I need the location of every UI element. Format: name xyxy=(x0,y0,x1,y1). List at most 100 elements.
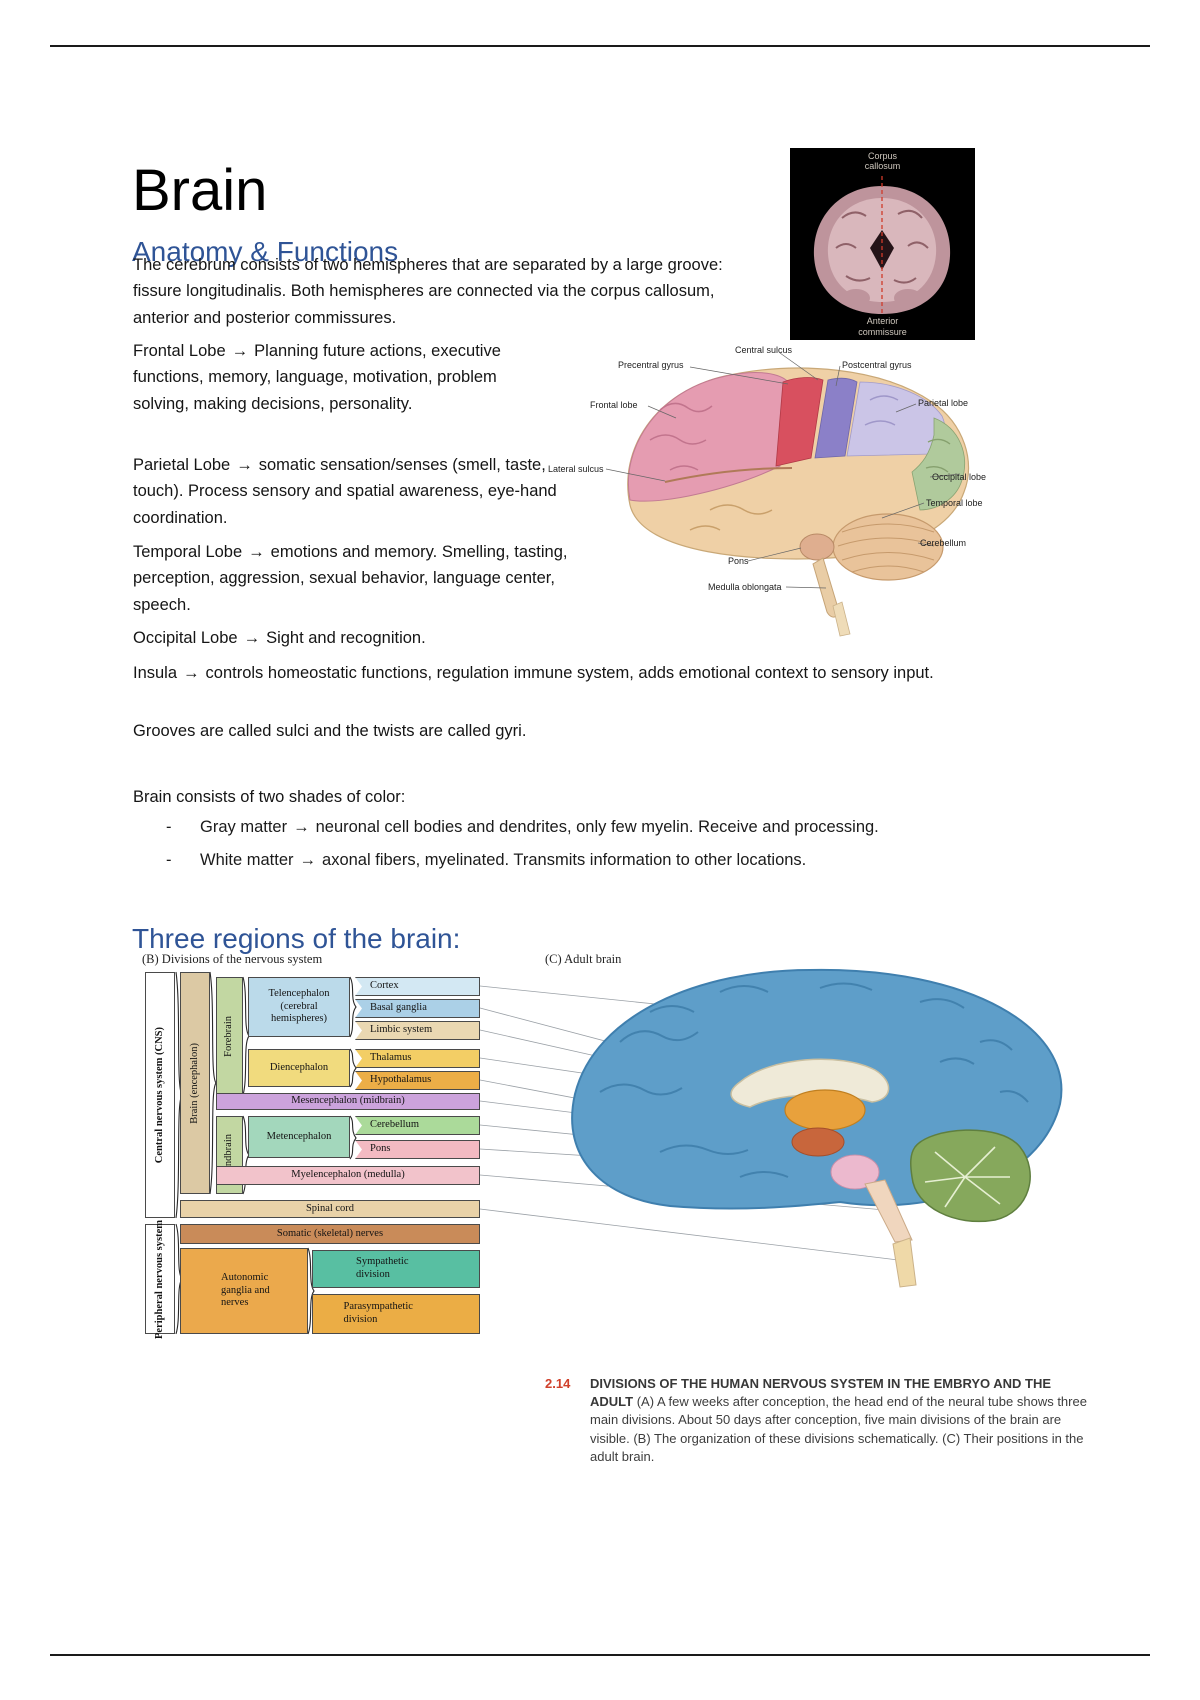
pons-box-label: Pons xyxy=(370,1143,391,1155)
mesencephalon-label: Mesencephalon (midbrain) xyxy=(291,1095,405,1107)
gray-matter-lead: Gray matter xyxy=(200,818,288,836)
coronal-folds xyxy=(835,209,929,284)
cns-box: Central nervous system (CNS) xyxy=(145,972,175,1218)
caption-text-wrap: DIVISIONS OF THE HUMAN NERVOUS SYSTEM IN… xyxy=(545,1375,1093,1466)
cerebellum-box-label: Cerebellum xyxy=(370,1119,419,1131)
postcentral-gyrus-label: Postcentral gyrus xyxy=(842,360,912,370)
limbic-system-box: Limbic system xyxy=(355,1021,480,1040)
figure-caption: 2.14 DIVISIONS OF THE HUMAN NERVOUS SYST… xyxy=(545,1375,1093,1466)
occipital-lobe-region xyxy=(911,417,966,511)
occipital-gyri-lines xyxy=(925,438,951,473)
gray-matter-text: neuronal cell bodies and dendrites, only… xyxy=(315,818,879,836)
pons-shape xyxy=(830,1154,880,1190)
parasympathetic-label: Parasympathetic division xyxy=(343,1301,413,1325)
frontal-lobe-lead: Frontal Lobe xyxy=(133,342,226,360)
coronal-brain-illustration xyxy=(813,176,951,316)
divisions-diagram: (B) Divisions of the nervous system Cent… xyxy=(140,952,485,1342)
forebrain-label: Forebrain xyxy=(223,1015,235,1057)
bullet-dash: - xyxy=(166,818,172,836)
telencephalon-box: Telencephalon (cerebral hemispheres) xyxy=(248,977,350,1037)
hypothalamus-box: Hypothalamus xyxy=(355,1071,480,1090)
corpus-callosum-label-wrap: Corpus callosum xyxy=(790,151,975,172)
diencephalon-label: Diencephalon xyxy=(269,1061,329,1073)
parasympathetic-box: Parasympathetic division xyxy=(312,1294,480,1334)
diencephalon-box: Diencephalon xyxy=(248,1049,350,1087)
occipital-lobe-lead: Occipital Lobe xyxy=(133,629,238,647)
arrow-glyph: → xyxy=(236,456,253,474)
frontal-lobe-text: Planning future actions, executive funct… xyxy=(133,342,501,413)
coronal-temporal-left xyxy=(842,289,870,307)
caption-title: DIVISIONS OF THE HUMAN NERVOUS SYSTEM IN… xyxy=(590,1376,1052,1410)
pns-box: Peripheral nervous system xyxy=(145,1220,175,1339)
grooves-note: Grooves are called sulci and the twists … xyxy=(133,722,527,740)
pons-region xyxy=(799,533,835,561)
insula-paragraph: Insula→controls homeostatic functions, r… xyxy=(133,660,938,686)
hypothalamus-label: Hypothalamus xyxy=(370,1074,432,1086)
cerebellum-arbor-vitae xyxy=(924,1146,1010,1208)
adult-brain-illustration xyxy=(571,968,1063,1288)
white-matter-lead: White matter xyxy=(200,851,294,870)
cerebrum-gyri-lines xyxy=(599,982,1029,1178)
frontal-gyri-lines xyxy=(649,402,713,471)
thalamus-box: Thalamus xyxy=(355,1049,480,1068)
myelencephalon-box: Myelencephalon (medulla) xyxy=(216,1166,480,1185)
parietal-lobe-paragraph: Parietal Lobe→somatic sensation/senses (… xyxy=(133,452,585,531)
basal-ganglia-box: Basal ganglia xyxy=(355,999,480,1018)
medulla-oblongata-label: Medulla oblongata xyxy=(708,582,782,592)
shades-intro: Brain consists of two shades of color: xyxy=(133,788,406,806)
temporal-lobe-paragraph: Temporal Lobe→emotions and memory. Smell… xyxy=(133,539,578,618)
postcentral-gyrus-region xyxy=(814,377,858,459)
frontal-lobe-paragraph: Frontal Lobe →Planning future actions, ex… xyxy=(133,338,553,417)
insula-paragraph-wrap: Insula→controls homeostatic functions, r… xyxy=(133,660,938,701)
parietal-lobe-region xyxy=(846,381,946,457)
autonomic-box: Autonomic ganglia and nerves xyxy=(180,1248,308,1334)
cerebellum-box: Cerebellum xyxy=(355,1116,480,1135)
arrow-glyph: → xyxy=(248,543,265,561)
precentral-gyrus-region xyxy=(775,377,824,467)
cerebellum-stripes xyxy=(837,523,939,573)
insula-lead: Insula xyxy=(133,664,178,682)
temporal-lobe-label: Temporal lobe xyxy=(926,498,983,508)
caption-number: 2.14 xyxy=(545,1376,571,1391)
caption-body: (A) A few weeks after conception, the he… xyxy=(590,1394,1087,1464)
spinal-cord-shape xyxy=(892,1237,917,1288)
adult-brain-figure: (C) Adult brain xyxy=(500,952,1100,1297)
pns-label: Peripheral nervous system xyxy=(153,1219,165,1339)
white-matter-item: - White matter → axonal fibers, myelinated.… xyxy=(133,847,1093,873)
telencephalon-label: Telencephalon (cerebral hemispheres) xyxy=(268,988,330,1025)
arrow-glyph: → xyxy=(231,342,249,360)
sympathetic-label: Sympathetic division xyxy=(356,1256,409,1280)
occipital-paragraph-wrap: Occipital Lobe→Sight and recognition. xyxy=(133,625,1033,666)
metencephalon-box: Metencephalon xyxy=(248,1116,350,1158)
intro-paragraph: The cerebrum consists of two hemispheres… xyxy=(133,256,723,327)
parietal-gyri-lines xyxy=(864,395,899,426)
lateral-brain-illustration xyxy=(605,352,970,637)
cerebellum-shape xyxy=(910,1129,1031,1223)
temporal-gyri-lines xyxy=(689,504,773,531)
label-leader-lines xyxy=(605,352,961,589)
lateral-brain-figure: Precentral gyrus Central sulcus Postcent… xyxy=(530,340,1100,650)
forebrain-box: Forebrain xyxy=(216,977,243,1095)
somatic-nerves-box: Somatic (skeletal) nerves xyxy=(180,1224,480,1244)
parietal-lobe-lead: Parietal Lobe xyxy=(133,456,231,474)
spinal-cord-label: Spinal cord xyxy=(305,1202,355,1214)
frontal-lobe-label: Frontal lobe xyxy=(590,400,638,410)
spinal-cord-stub xyxy=(832,601,851,637)
myelencephalon-label: Myelencephalon (medulla) xyxy=(291,1169,405,1181)
arrow-glyph: → xyxy=(299,851,317,870)
spinal-cord-box: Spinal cord xyxy=(180,1200,480,1218)
lateral-sulcus-label: Lateral sulcus xyxy=(548,464,604,474)
top-rule xyxy=(50,45,1150,47)
arrow-glyph: → xyxy=(183,664,200,682)
bullet-dash: - xyxy=(166,851,172,870)
sympathetic-box: Sympathetic division xyxy=(312,1250,480,1288)
somatic-nerves-label: Somatic (skeletal) nerves xyxy=(276,1227,384,1239)
limbic-system-label: Limbic system xyxy=(370,1024,433,1036)
occipital-lobe-label: Occipital lobe xyxy=(932,472,987,482)
lateral-sulcus-line xyxy=(664,467,793,483)
arrow-glyph: → xyxy=(293,818,310,836)
bottom-rule xyxy=(50,1654,1150,1656)
white-matter-text: axonal fibers, myelinated. Transmits inf… xyxy=(322,851,807,870)
basal-ganglia-label: Basal ganglia xyxy=(370,1002,427,1014)
